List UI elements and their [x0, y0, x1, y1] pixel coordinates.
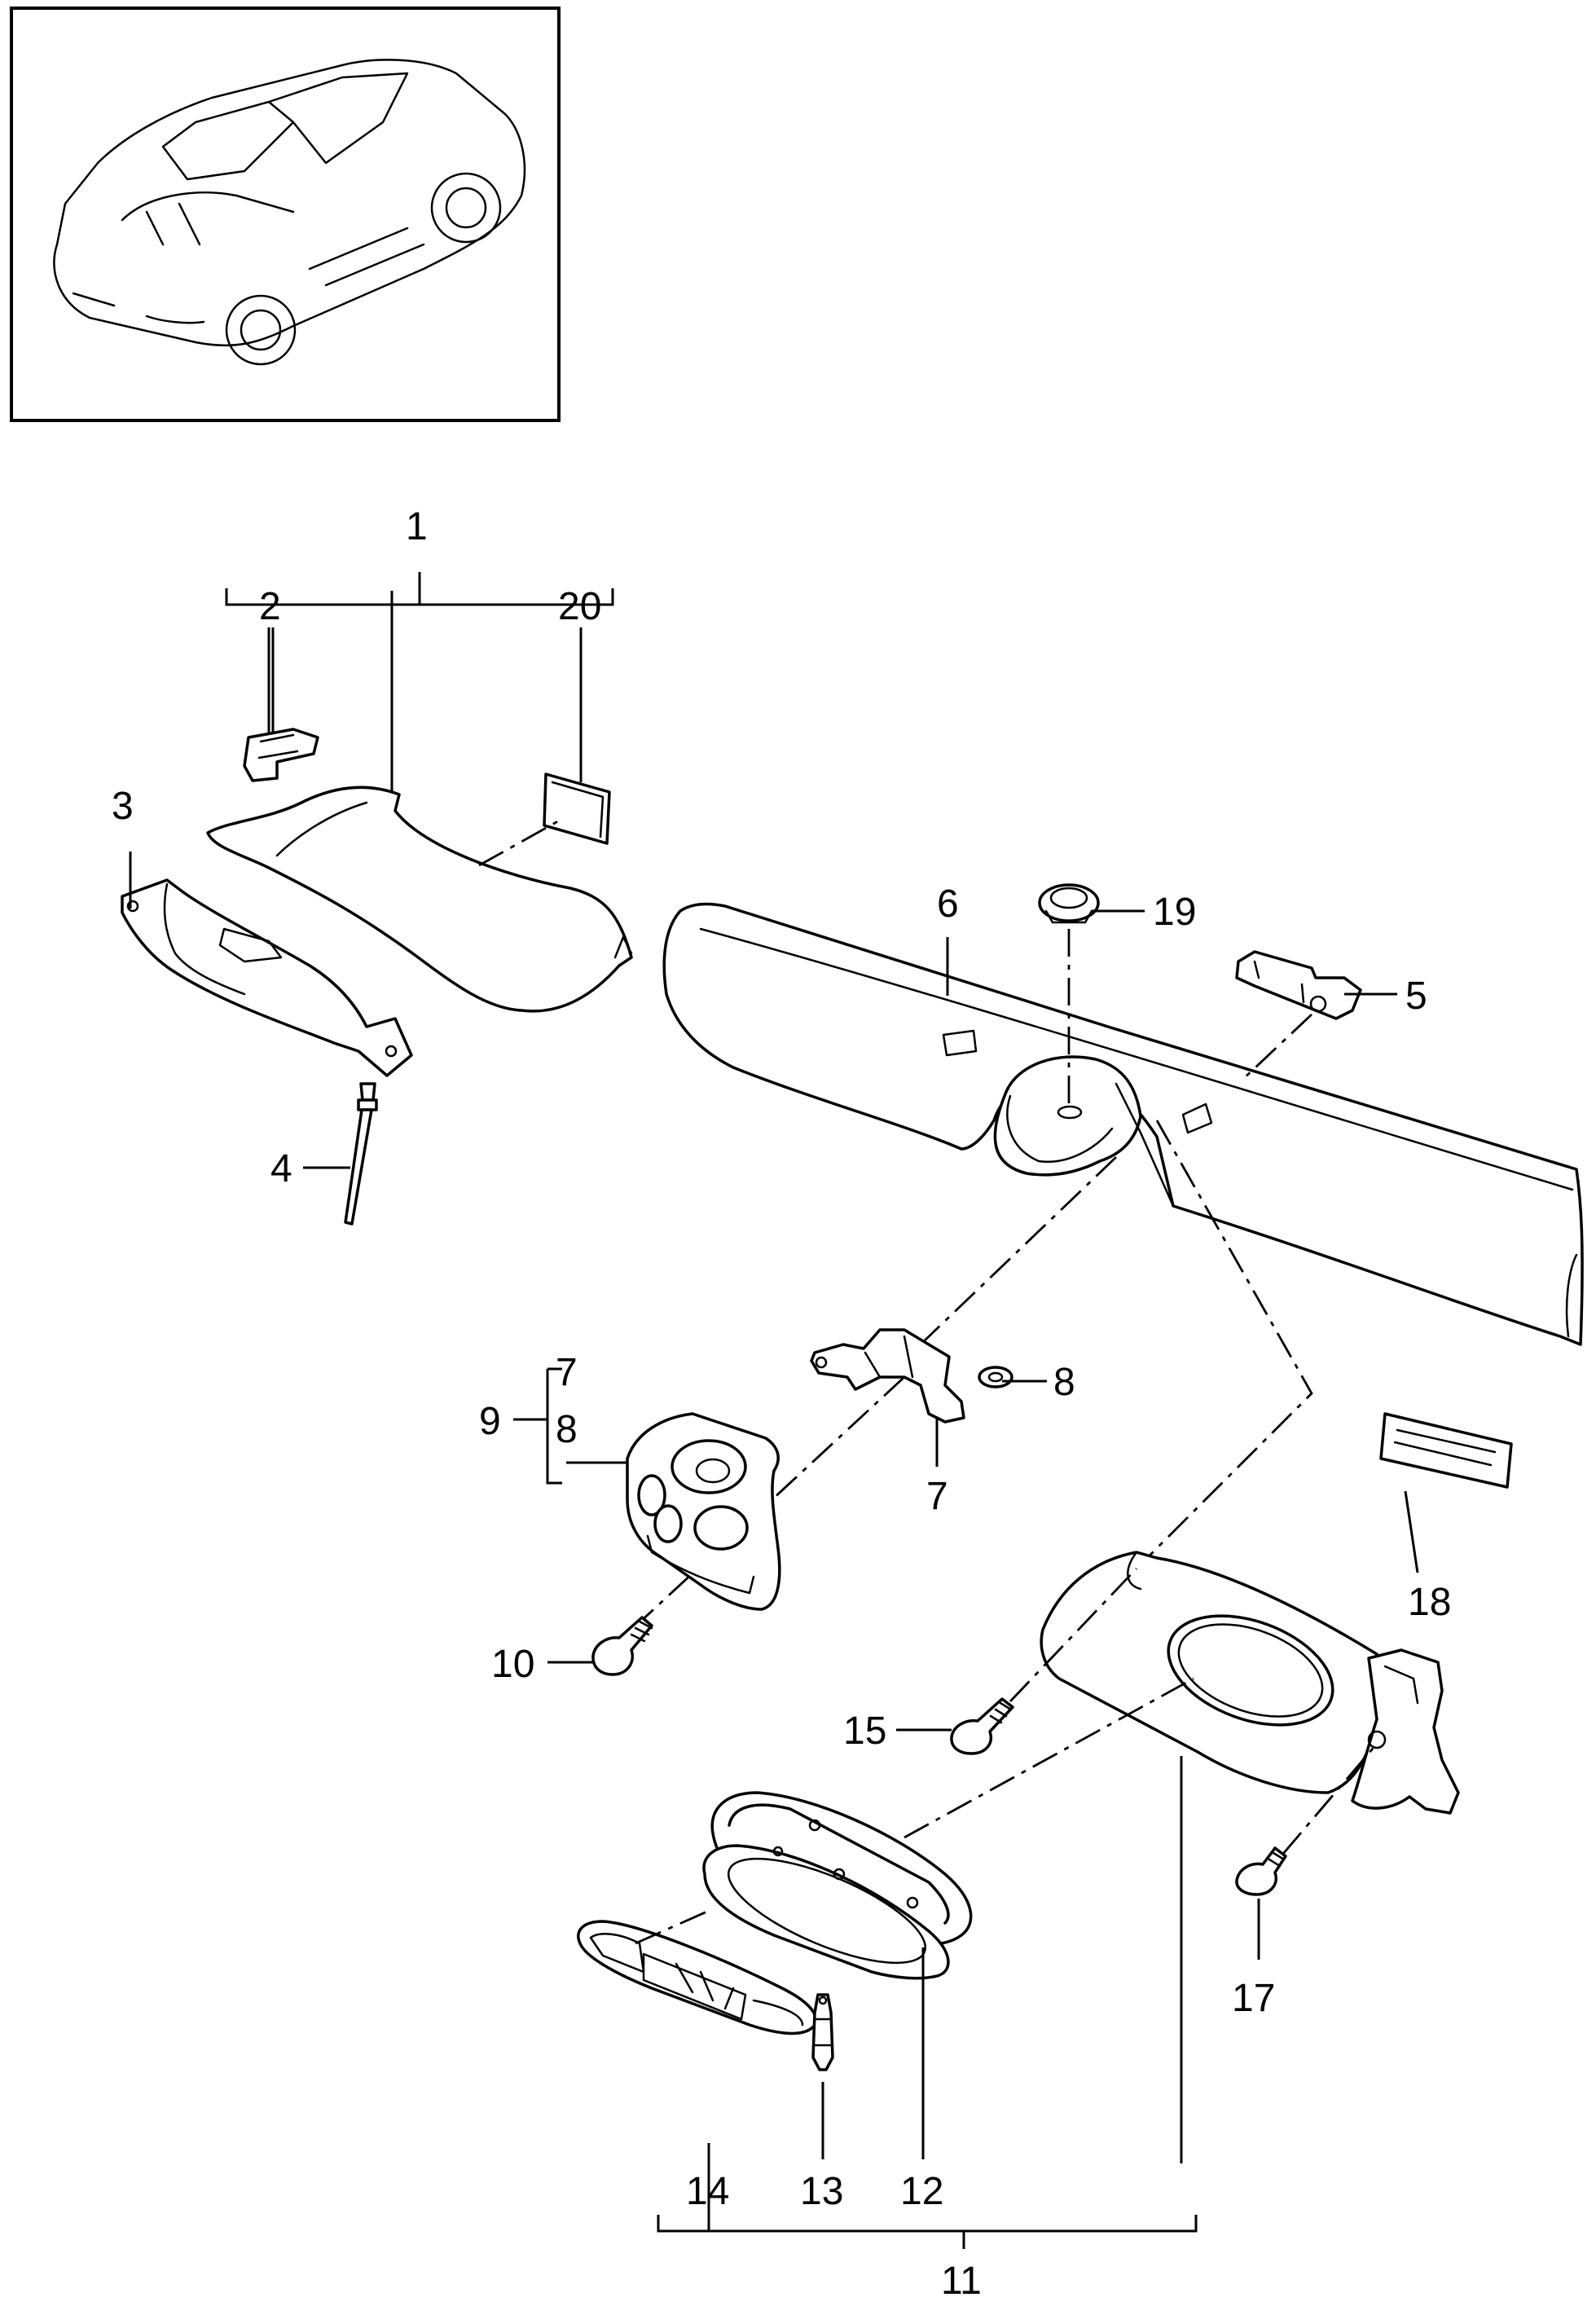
- label-8-list: 8: [556, 1408, 578, 1451]
- part-screw-plate: [591, 1616, 653, 1676]
- part-bulb: [811, 1993, 834, 2071]
- label-leaders: [129, 627, 1419, 1960]
- part-sun-visor: [1040, 1551, 1460, 1815]
- part-pin: [344, 1082, 378, 1226]
- vehicle-overview: [10, 7, 561, 422]
- part-bracket-left: [121, 878, 413, 1077]
- label-1: 1: [406, 505, 428, 548]
- label-14: 14: [686, 2170, 729, 2213]
- part-clip: [243, 728, 319, 782]
- label-2: 2: [259, 585, 281, 628]
- label-11: 11: [941, 2260, 982, 2303]
- leader-visor-screw: [1009, 1568, 1138, 1702]
- leader-mirror-visor: [904, 1677, 1194, 1839]
- label-5: 5: [1405, 975, 1427, 1018]
- part-screw-hinge: [1235, 1846, 1287, 1896]
- part-lens: [577, 1920, 818, 2035]
- part-plate: [626, 1412, 781, 1611]
- leader-latch: [1242, 1013, 1312, 1081]
- leader-pad-panel: [478, 817, 563, 867]
- leader-lens: [635, 1909, 710, 1945]
- label-20: 20: [558, 585, 601, 628]
- car-icon: [53, 59, 526, 366]
- label-13: 13: [800, 2170, 843, 2213]
- bracket-item-1: [225, 572, 614, 794]
- part-trim-panel: [206, 786, 633, 1013]
- part-grommet: [1038, 883, 1100, 924]
- label-18: 18: [1408, 1581, 1451, 1624]
- part-mirror-housing: [702, 1844, 950, 1980]
- part-nut: [978, 1366, 1013, 1388]
- label-19: 19: [1153, 891, 1196, 934]
- label-7-list: 7: [556, 1351, 578, 1394]
- label-8: 8: [1053, 1361, 1075, 1404]
- part-mount-bracket: [810, 1328, 965, 1424]
- part-screw-visor: [950, 1697, 1014, 1755]
- leader-center-chain: [924, 1155, 1117, 1342]
- bracket-item-11: [657, 1756, 1198, 2249]
- part-roof-trim: [662, 902, 1584, 1346]
- vehicle-frame: [10, 7, 561, 422]
- part-pad: [543, 772, 611, 845]
- label-4: 4: [270, 1147, 292, 1190]
- label-9: 9: [479, 1400, 501, 1443]
- leader-hinge-screw: [1282, 1743, 1378, 1855]
- label-17: 17: [1232, 1977, 1275, 2020]
- label-12: 12: [900, 2170, 943, 2213]
- leader-bracket-plate: [627, 1375, 905, 1635]
- label-15: 15: [843, 1710, 886, 1753]
- label-10: 10: [491, 1643, 534, 1686]
- label-7: 7: [926, 1475, 948, 1518]
- label-6: 6: [937, 882, 959, 926]
- leader-roof-visor: [1136, 1120, 1313, 1569]
- part-labels: 1 2 20 3 4 6 19 5 7 8 9 8 7 18 10 15 17 …: [112, 505, 1451, 2303]
- label-3: 3: [112, 785, 134, 828]
- part-latch: [1235, 950, 1362, 1020]
- part-label-sticker: [1379, 1412, 1513, 1489]
